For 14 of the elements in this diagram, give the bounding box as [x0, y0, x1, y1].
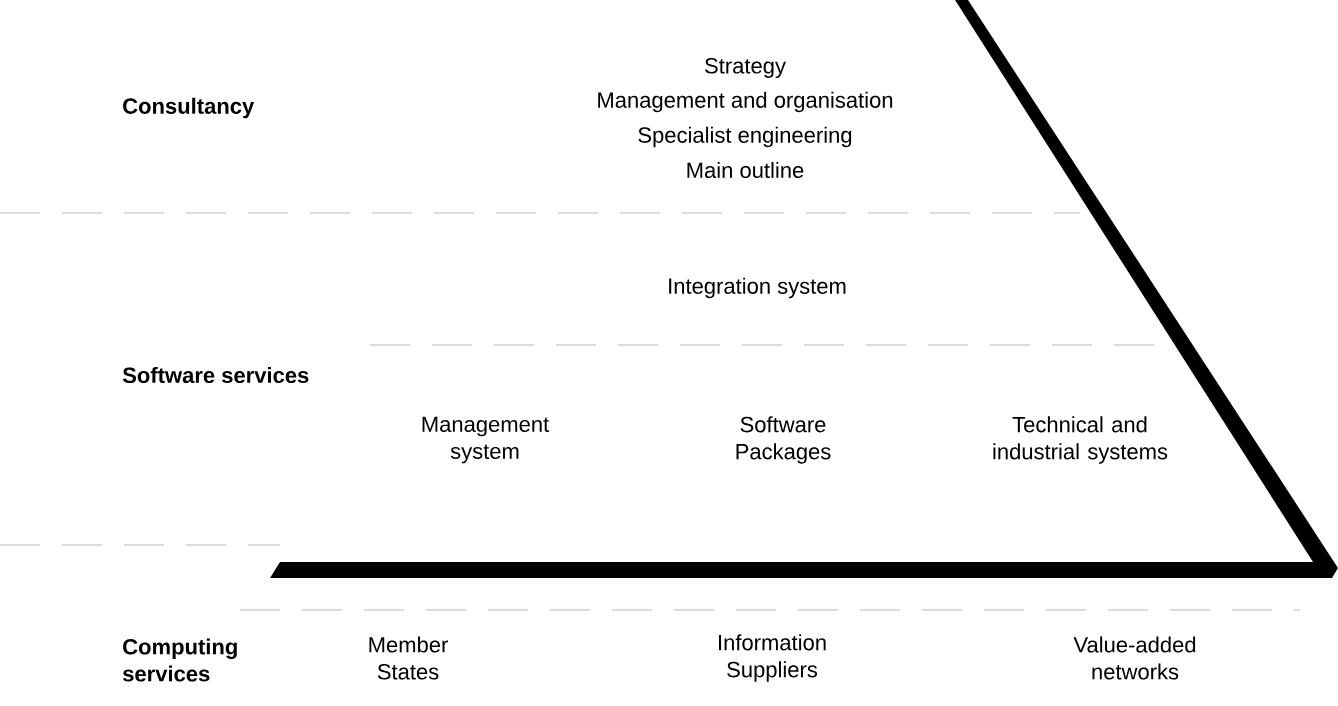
service-label: Information Suppliers [719, 634, 826, 682]
service-label: Value-added networks [1073, 636, 1196, 680]
service-label: Member States [369, 636, 448, 680]
service-label: Strategy [705, 58, 786, 78]
service-label: Management system [422, 416, 550, 464]
row-heading: Consultancy [123, 97, 255, 119]
row-heading: Computing services [123, 638, 237, 682]
service-label: Technical and industrial systems [993, 416, 1168, 464]
service-label: Management and organisation [598, 91, 893, 113]
service-label: Main outline [687, 161, 804, 179]
service-label: Integration system [669, 277, 846, 299]
service-label: Specialist engineering [638, 126, 852, 148]
row-heading: Software services [122, 366, 309, 384]
service-label: Software Packages [736, 416, 831, 464]
